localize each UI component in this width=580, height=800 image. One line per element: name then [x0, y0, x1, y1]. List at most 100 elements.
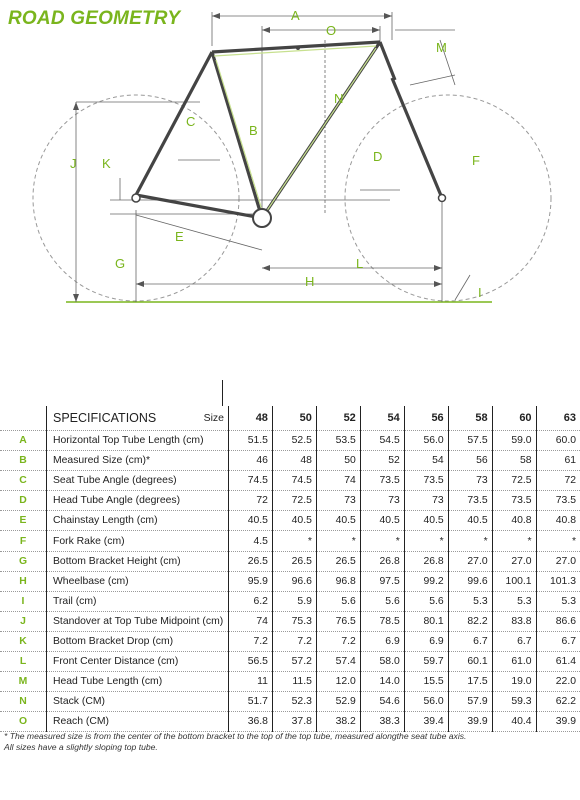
- row-value: 26.5: [272, 551, 317, 572]
- row-value: 52.3: [272, 691, 317, 712]
- row-name: Stack (CM): [46, 691, 229, 712]
- footnote-line: All sizes have a slightly sloping top tu…: [4, 742, 158, 752]
- row-value: 7.2: [316, 631, 361, 652]
- row-value: 39.4: [404, 711, 449, 732]
- row-value: *: [404, 530, 449, 552]
- row-value: 97.5: [360, 571, 405, 592]
- row-value: 14.0: [360, 671, 405, 692]
- row-value: 17.5: [448, 671, 493, 692]
- row-value: 99.2: [404, 571, 449, 592]
- row-value: 7.2: [228, 631, 273, 652]
- row-name: Reach (CM): [46, 711, 229, 732]
- row-value: 73: [360, 490, 405, 511]
- bike-frame: [134, 40, 444, 220]
- label-K: K: [102, 156, 111, 171]
- row-value: 54.5: [360, 430, 405, 451]
- row-name: Head Tube Length (cm): [46, 671, 229, 692]
- row-value: 72: [564, 475, 576, 487]
- row-value: 52.9: [316, 691, 361, 712]
- row-value: 27.0: [448, 551, 493, 572]
- row-value: 11.5: [272, 671, 317, 692]
- row-value: 6.7: [448, 631, 493, 652]
- row-name: Trail (cm): [46, 591, 229, 612]
- label-A: A: [291, 8, 300, 23]
- dimension-guides: [75, 12, 471, 302]
- row-value: 7.2: [272, 631, 317, 652]
- row-letter: N: [0, 691, 47, 712]
- row-value: 95.9: [228, 571, 273, 592]
- row-value: 38.3: [360, 711, 405, 732]
- row-value: 48: [272, 450, 317, 471]
- row-value: 57.2: [272, 651, 317, 672]
- row-value: 62.2: [555, 696, 576, 708]
- row-value: 26.5: [228, 551, 273, 572]
- front-hub: [437, 193, 447, 203]
- row-value: 6.7: [561, 635, 576, 647]
- row-value: 72.5: [492, 470, 537, 491]
- row-value: 26.5: [316, 551, 361, 572]
- label-G: G: [115, 256, 125, 271]
- row-value: *: [492, 530, 537, 552]
- row-value: 61.4: [555, 656, 576, 668]
- row-value: 96.8: [316, 571, 361, 592]
- row-value: *: [360, 530, 405, 552]
- row-value: 40.8: [492, 510, 537, 531]
- row-value: 40.5: [316, 510, 361, 531]
- header-spacer: [0, 406, 47, 431]
- row-value: 58.0: [360, 651, 405, 672]
- footnote: * The measured size is from the center o…: [4, 731, 576, 753]
- row-value: 80.1: [404, 611, 449, 632]
- row-value: 40.5: [404, 510, 449, 531]
- row-value: *: [272, 530, 317, 552]
- row-value: 40.8: [555, 515, 576, 527]
- row-value: 82.2: [448, 611, 493, 632]
- label-H: H: [305, 274, 314, 289]
- row-name: Bottom Bracket Drop (cm): [46, 631, 229, 652]
- row-value: 100.1: [492, 571, 537, 592]
- row-value: 6.9: [404, 631, 449, 652]
- label-M: M: [436, 40, 447, 55]
- row-value: 5.3: [448, 591, 493, 612]
- spec-header: SPECIFICATIONS Size: [46, 406, 229, 431]
- row-letter: K: [0, 631, 47, 652]
- row-value: 73: [448, 470, 493, 491]
- label-F: F: [472, 153, 480, 168]
- row-name: Head Tube Angle (degrees): [46, 490, 229, 511]
- row-value: 53.5: [316, 430, 361, 451]
- row-value: 39.9: [555, 716, 576, 728]
- row-value: 27.0: [492, 551, 537, 572]
- row-value: 5.3: [492, 591, 537, 612]
- label-C: C: [186, 114, 195, 129]
- table-column-rule: [222, 380, 223, 406]
- row-value: 15.5: [404, 671, 449, 692]
- row-value: 22.0: [555, 676, 576, 688]
- row-letter: E: [0, 510, 47, 531]
- row-value: 99.6: [448, 571, 493, 592]
- label-L: L: [356, 256, 363, 271]
- row-name: Front Center Distance (cm): [46, 651, 229, 672]
- row-value: 57.4: [316, 651, 361, 672]
- row-value: 76.5: [316, 611, 361, 632]
- row-value: 74: [316, 470, 361, 491]
- row-value: 40.4: [492, 711, 537, 732]
- row-value: 74.5: [272, 470, 317, 491]
- row-value: 4.5: [228, 530, 273, 552]
- row-value: 40.5: [272, 510, 317, 531]
- row-value: 5.6: [316, 591, 361, 612]
- row-value: *: [448, 530, 493, 552]
- row-value: 73: [404, 490, 449, 511]
- row-value: 46: [228, 450, 273, 471]
- row-value: 61: [564, 455, 576, 467]
- row-letter: C: [0, 470, 47, 491]
- row-value: 56.0: [404, 691, 449, 712]
- spec-header-label: SPECIFICATIONS: [53, 411, 157, 425]
- row-value: 73.5: [555, 495, 576, 507]
- row-value: 26.8: [404, 551, 449, 572]
